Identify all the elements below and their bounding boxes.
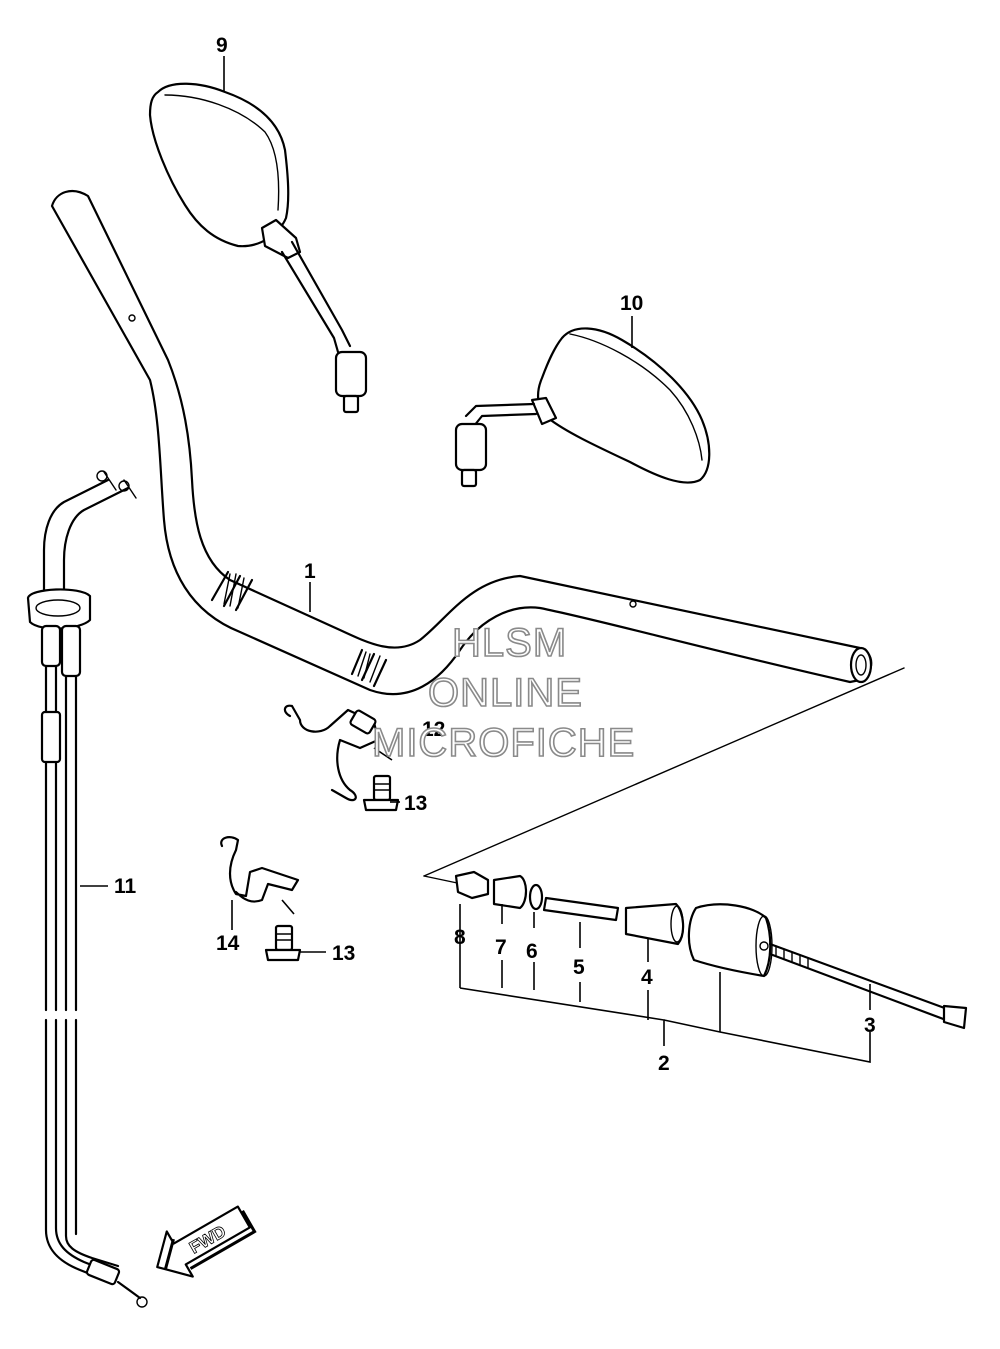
watermark-line-1: HLSM	[452, 621, 567, 665]
callout-14: 14	[216, 932, 240, 955]
callout-11: 11	[114, 875, 137, 898]
watermark-line-2: ONLINE	[428, 671, 583, 715]
throttle-cable-assembly[interactable]	[26, 470, 148, 1308]
callout-13-upper: 13	[404, 792, 427, 815]
callout-1: 1	[304, 560, 316, 583]
callout-4: 4	[641, 966, 653, 989]
cable-bracket[interactable]	[220, 836, 300, 903]
bolt-lower[interactable]	[264, 899, 302, 962]
cable-clamp[interactable]	[283, 704, 380, 802]
rubber-bushing[interactable]	[624, 902, 685, 946]
handlebar[interactable]	[50, 189, 873, 696]
bar-end-weight[interactable]	[687, 903, 773, 978]
bar-end-collar[interactable]	[454, 870, 490, 900]
callout-13-lower: 13	[332, 942, 355, 965]
inner-sleeve[interactable]	[542, 896, 620, 922]
mirror-left[interactable]	[148, 82, 368, 414]
watermark: HLSM ONLINE MICROFICHE	[371, 620, 635, 766]
callout-8: 8	[454, 926, 466, 949]
leader-lines	[80, 56, 871, 1063]
callout-6: 6	[526, 940, 538, 963]
washer[interactable]	[528, 883, 544, 911]
spacer[interactable]	[492, 874, 528, 910]
callout-3: 3	[864, 1014, 876, 1037]
callout-12: 12	[422, 718, 445, 741]
bar-end-explosion-lines	[423, 667, 905, 885]
callout-9: 9	[216, 34, 228, 57]
watermark-line-3: MICROFICHE	[372, 721, 635, 765]
callout-2: 2	[658, 1052, 670, 1075]
bolt-upper[interactable]	[362, 747, 400, 812]
forward-arrow-icon: FWD	[156, 1205, 257, 1278]
callout-7: 7	[495, 936, 507, 959]
bar-end-bolt[interactable]	[768, 942, 968, 1030]
callout-5: 5	[573, 956, 585, 979]
callout-10: 10	[620, 292, 643, 315]
callout-labels: 9 10 1 12 13 11 14 13 8 7 6 5 4 3 2	[114, 34, 876, 1075]
mirror-right[interactable]	[454, 327, 711, 488]
